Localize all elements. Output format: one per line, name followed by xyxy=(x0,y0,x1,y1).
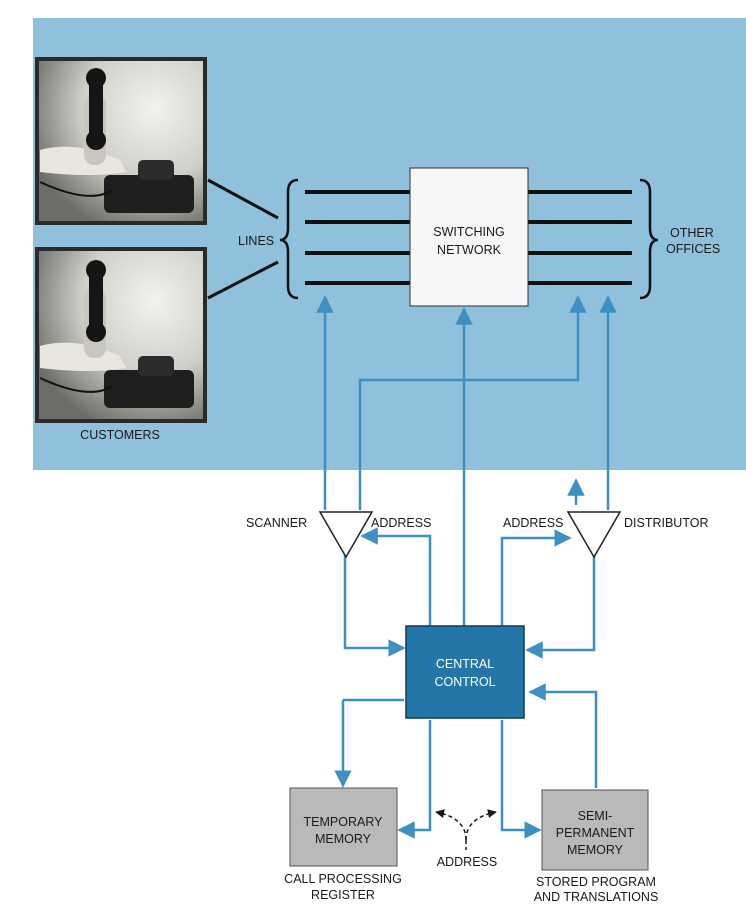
memory-address-label: ADDRESS xyxy=(437,855,497,869)
distributor-address-label: ADDRESS xyxy=(503,516,563,530)
line-bundle-left xyxy=(305,190,410,285)
scanner-address-label: ADDRESS xyxy=(371,516,431,530)
temporary-memory-label-2: MEMORY xyxy=(315,832,372,846)
other-offices-label-1: OTHER xyxy=(670,226,714,240)
semi-permanent-memory-caption-2: AND TRANSLATIONS xyxy=(534,890,659,901)
semi-permanent-memory-label-1: SEMI- xyxy=(578,809,613,823)
scanner-label: SCANNER xyxy=(246,516,307,530)
temporary-memory-caption-2: REGISTER xyxy=(311,888,375,901)
distributor-label: DISTRIBUTOR xyxy=(624,516,709,530)
customer-photo-2 xyxy=(35,247,207,423)
central-control-box xyxy=(405,625,525,719)
distributor-triangle xyxy=(566,511,622,559)
customer-photo-1 xyxy=(35,57,207,225)
temporary-memory-label-1: TEMPORARY xyxy=(304,815,384,829)
customer-line-2 xyxy=(207,260,279,300)
customers-label: CUSTOMERS xyxy=(80,428,160,442)
central-control-label-1: CENTRAL xyxy=(436,657,494,671)
temporary-memory-caption-1: CALL PROCESSING xyxy=(284,872,402,886)
switching-network-label-2: NETWORK xyxy=(437,243,502,257)
customer-line-1 xyxy=(207,178,279,220)
central-control-label-2: CONTROL xyxy=(434,675,495,689)
switching-network-box xyxy=(409,167,529,307)
switching-network-label-1: SWITCHING xyxy=(433,225,505,239)
other-offices-brace xyxy=(639,178,659,300)
trunk-bundle-right xyxy=(528,190,632,285)
lines-brace xyxy=(279,178,299,300)
semi-permanent-memory-box xyxy=(541,789,649,871)
semi-permanent-memory-label-2: PERMANENT xyxy=(556,826,635,840)
temporary-memory-box xyxy=(289,787,398,867)
lines-label: LINES xyxy=(238,234,274,248)
semi-permanent-memory-caption-1: STORED PROGRAM xyxy=(536,875,656,889)
signal-arrows xyxy=(316,295,617,839)
scanner-triangle xyxy=(318,511,374,559)
other-offices-label-2: OFFICES xyxy=(666,242,720,256)
semi-permanent-memory-label-3: MEMORY xyxy=(567,843,624,857)
memory-address-arrows xyxy=(435,809,497,850)
